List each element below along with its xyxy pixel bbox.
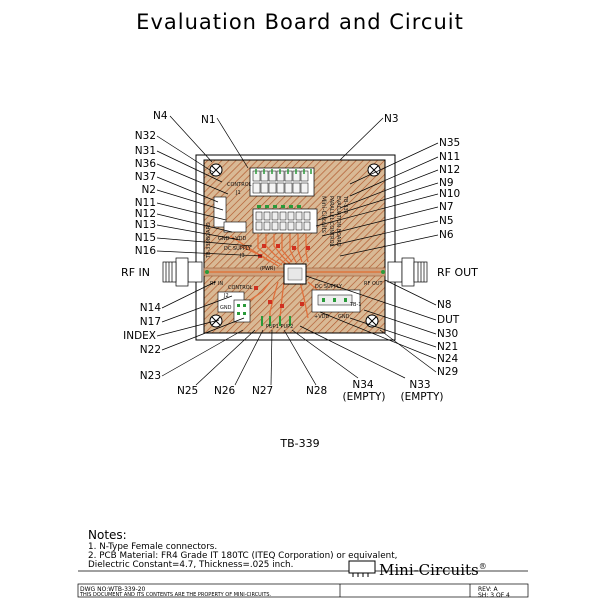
callout-n16: N16	[134, 245, 156, 257]
control-header-j1	[249, 167, 315, 197]
board-model-label: TB-339	[280, 437, 320, 450]
board-dc-supply-left: DC SUPPLY	[224, 246, 252, 252]
board-pup: PUP1 PUP2	[266, 324, 293, 330]
callout-n4: N4	[153, 110, 168, 122]
board-j1: J1	[235, 190, 241, 196]
board-tb1: TB-1	[349, 302, 361, 308]
dc-supply-connector-j4	[311, 289, 361, 313]
board-side-code: TB-339BOARD	[206, 222, 212, 259]
board-mc-block: Mini-Circuits PARALLEL CONTROL EVALUATIO…	[320, 195, 348, 247]
callout-n13: N13	[134, 219, 156, 231]
callout-n32: N32	[134, 130, 156, 142]
callout-n36: N36	[134, 158, 156, 170]
revision: REV: A	[478, 586, 498, 593]
board-control-top: CONTROL	[227, 182, 252, 188]
note-line: Dielectric Constant=4.7, Thickness=.025 …	[88, 560, 294, 570]
callout-index: INDEX	[123, 330, 156, 342]
drawing-number: DWG NO:WTB-339-20	[80, 586, 146, 593]
callout-n23: N23	[139, 370, 161, 382]
callout-n11-left: N11	[134, 197, 156, 209]
callout-n7: N7	[439, 201, 454, 213]
rf-out-label: RF OUT	[437, 266, 478, 279]
rf-in-connector	[162, 257, 209, 287]
callout-n15: N15	[134, 232, 156, 244]
note-line: 2. PCB Material: FR4 Grade IT 180TC (ITE…	[88, 551, 398, 561]
callout-n5: N5	[439, 215, 454, 227]
notes-heading: Notes:	[88, 528, 127, 542]
callout-n33-empty: (EMPTY)	[400, 391, 444, 403]
rf-out-connector	[381, 257, 428, 287]
brand-text: Mini-Circuits	[379, 561, 479, 579]
callout-n26: N26	[214, 385, 236, 397]
callout-n14: N14	[139, 302, 161, 314]
callout-n28: N28	[306, 385, 328, 397]
board-rf-in: RF IN	[210, 281, 223, 287]
board-gnd-left: GND	[220, 305, 232, 311]
rf-in-label: RF IN	[121, 266, 150, 279]
board-mc-line: TB-339	[342, 195, 348, 214]
callout-n12-right: N12	[439, 164, 461, 176]
board-vdd-gnd: +VDD	[314, 314, 329, 320]
callout-n3: N3	[384, 113, 399, 125]
brand-registered-mark: ®	[478, 562, 487, 571]
board-mc-line: PARALLEL CONTROL	[328, 196, 334, 247]
board-gnd-right: GND	[338, 314, 350, 320]
callout-n11-right: N11	[439, 151, 461, 163]
leader-lines	[156, 115, 439, 386]
callout-n22: N22	[139, 344, 161, 356]
board-gnd-vdd: GND +VDD	[218, 236, 247, 242]
callout-n9: N9	[439, 177, 454, 189]
board-side-code-text: TB-339BOARD	[206, 222, 212, 259]
callout-n17: N17	[139, 316, 161, 328]
sheet-number: SH: 3 OF 4	[478, 592, 510, 599]
callout-n34: N34	[352, 379, 374, 391]
callout-dut: DUT	[437, 314, 460, 326]
board-j2: J2	[223, 293, 229, 299]
callout-n24: N24	[437, 353, 459, 365]
pull-up-pins	[261, 316, 291, 326]
callout-n6: N6	[439, 229, 454, 241]
brand-name: Mini-Circuits®	[379, 561, 487, 579]
board-dc-supply-right: DC SUPPLY	[315, 284, 343, 290]
control-header-j2	[217, 291, 251, 323]
board-mc-line: EVALUATION BOARD	[335, 196, 341, 247]
callout-n37: N37	[134, 171, 156, 183]
callout-n33: N33	[409, 379, 431, 391]
resistor-bank	[252, 205, 318, 234]
property-note: THIS DOCUMENT AND ITS CONTENTS ARE THE P…	[80, 592, 272, 598]
chip-logo-icon	[348, 560, 376, 577]
callout-n25: N25	[177, 385, 199, 397]
callout-n30: N30	[437, 328, 459, 340]
page-title: Evaluation Board and Circuit	[136, 10, 464, 34]
board-control-low: CONTROL	[228, 285, 253, 291]
callout-n8: N8	[437, 299, 452, 311]
callout-n27: N27	[252, 385, 274, 397]
board-pwr: (PWR)	[260, 266, 275, 272]
callout-n35: N35	[439, 137, 461, 149]
callout-n21: N21	[437, 341, 459, 353]
note-line: 1. N-Type Female connectors.	[88, 542, 218, 552]
board-rf-out: RF OUT	[364, 281, 384, 287]
board-j3: J3	[239, 253, 245, 259]
callout-n12-left: N12	[134, 208, 156, 220]
left-jumper	[223, 221, 247, 233]
callout-n34-empty: (EMPTY)	[342, 391, 386, 403]
callout-n2: N2	[141, 184, 156, 196]
board-mc-line: Mini-Circuits	[320, 196, 327, 233]
callout-n31: N31	[134, 145, 156, 157]
footer-frame	[77, 583, 529, 598]
callout-n10: N10	[439, 188, 461, 200]
callout-n1: N1	[201, 114, 216, 126]
callout-n29: N29	[437, 366, 459, 378]
